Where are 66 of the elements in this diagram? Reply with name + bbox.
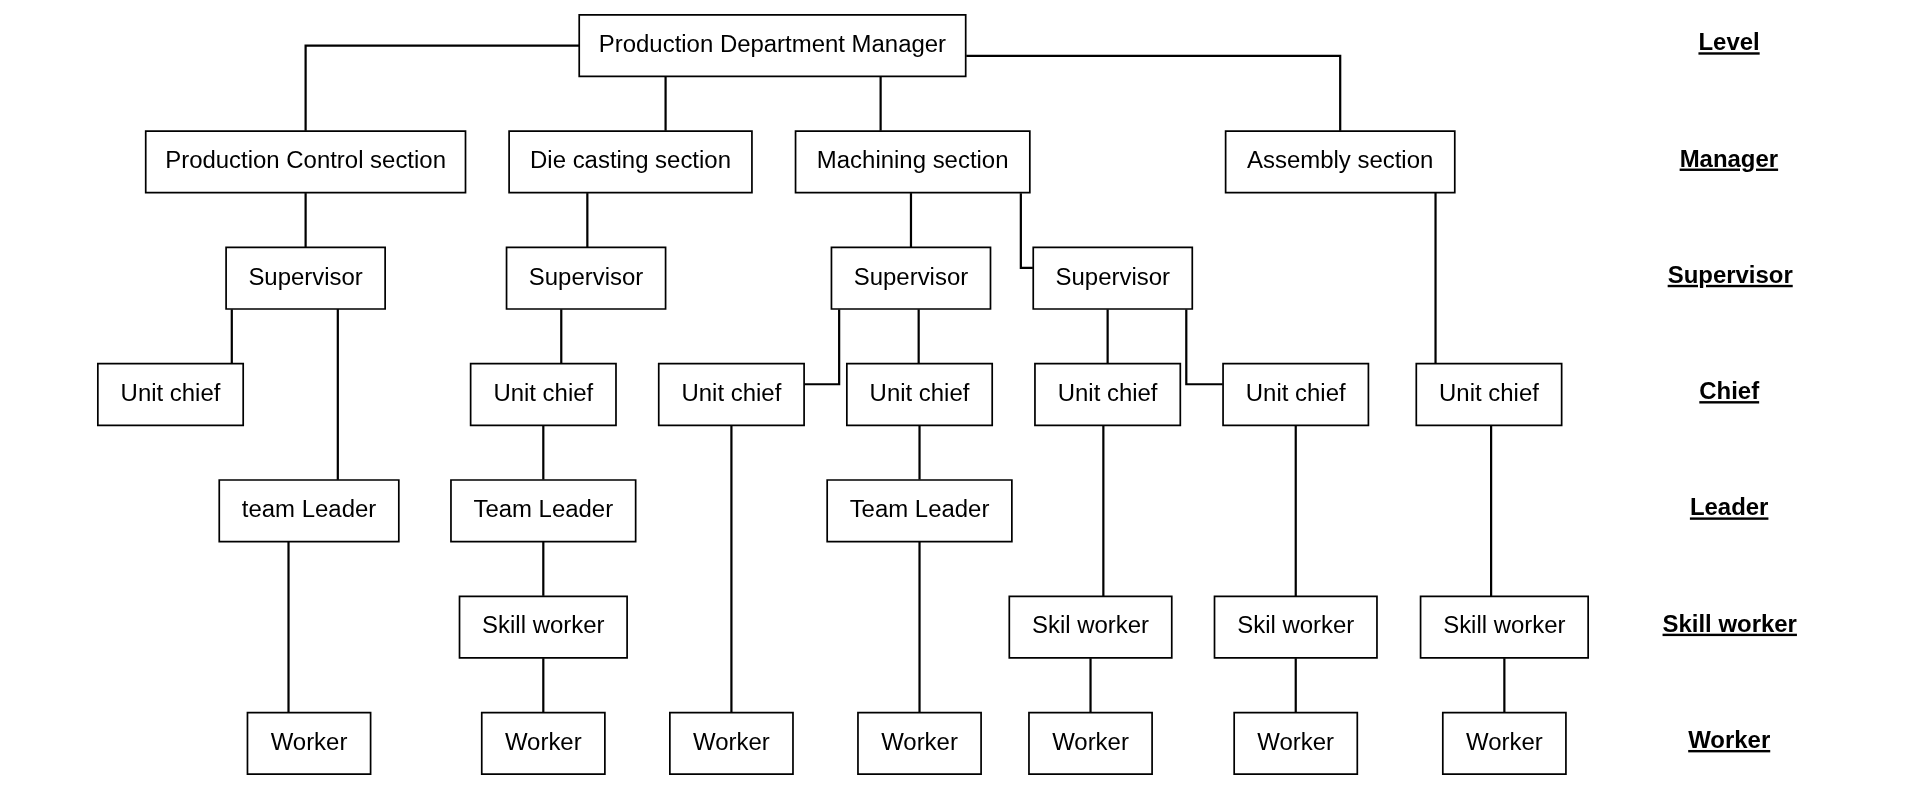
connector: [917, 309, 920, 364]
node-box: Unit chief: [469, 362, 617, 427]
label: Chief: [1699, 377, 1760, 405]
connector: [542, 541, 545, 596]
connector: [1185, 309, 1223, 386]
node-box: Supervisor: [505, 246, 667, 310]
node-box: Supervisor: [830, 246, 992, 310]
connector: [1106, 309, 1109, 364]
connector: [879, 76, 882, 131]
node-box: Worker: [246, 711, 372, 775]
connector: [287, 541, 290, 713]
connector: [1019, 193, 1033, 270]
node-box: Skill worker: [1419, 595, 1589, 659]
connector: [1503, 658, 1506, 713]
connector: [304, 193, 307, 247]
connector: [909, 193, 913, 247]
connector: [804, 309, 841, 386]
connector: [560, 309, 563, 364]
connector: [1294, 658, 1297, 713]
node-box: Machining section: [794, 130, 1031, 194]
connector: [304, 44, 580, 131]
node-box: Worker: [669, 711, 794, 775]
connector: [230, 309, 233, 364]
node-box: Worker: [1233, 711, 1359, 775]
connector: [1434, 192, 1437, 364]
node-box: Worker: [1441, 711, 1567, 775]
connector: [1490, 425, 1493, 597]
connector: [542, 425, 545, 480]
connector: [336, 309, 339, 480]
node-box: Skil worker: [1213, 595, 1378, 659]
node-box: Production Department Manager: [578, 14, 967, 78]
connector: [918, 425, 921, 480]
node-box: Production Control section: [144, 130, 467, 194]
node-box: Unit chief: [1415, 362, 1563, 427]
label: Leader: [1689, 493, 1769, 521]
label: Level: [1698, 28, 1760, 56]
label: Skill worker: [1662, 609, 1797, 637]
node-box: Team Leader: [450, 479, 637, 543]
label: Manager: [1679, 144, 1779, 172]
node-box: Team Leader: [826, 479, 1013, 543]
node-box: Worker: [857, 711, 982, 775]
node-box: Supervisor: [225, 246, 386, 310]
node-box: Skil worker: [1008, 595, 1173, 659]
node-box: Unit chief: [846, 362, 994, 427]
connector: [1102, 425, 1105, 597]
node-box: Worker: [1028, 711, 1153, 775]
node-box: Die casting section: [508, 130, 753, 194]
label: Worker: [1688, 725, 1771, 753]
node-box: Unit chief: [97, 362, 245, 427]
connector: [730, 425, 733, 713]
node-box: Assembly section: [1224, 130, 1456, 194]
connector: [918, 541, 921, 713]
node-box: Unit chief: [657, 362, 805, 427]
node-box: Unit chief: [1222, 362, 1370, 427]
node-box: team Leader: [218, 479, 400, 543]
connector: [966, 54, 1342, 131]
connector: [1294, 425, 1297, 597]
node-box: Supervisor: [1032, 246, 1194, 310]
node-box: Skill worker: [458, 595, 628, 659]
connector: [1089, 658, 1092, 713]
connector: [542, 658, 545, 713]
label: Supervisor: [1667, 260, 1793, 288]
connector: [664, 76, 667, 131]
connector: [586, 193, 589, 247]
node-box: Worker: [480, 711, 606, 775]
node-box: Unit chief: [1034, 362, 1182, 427]
